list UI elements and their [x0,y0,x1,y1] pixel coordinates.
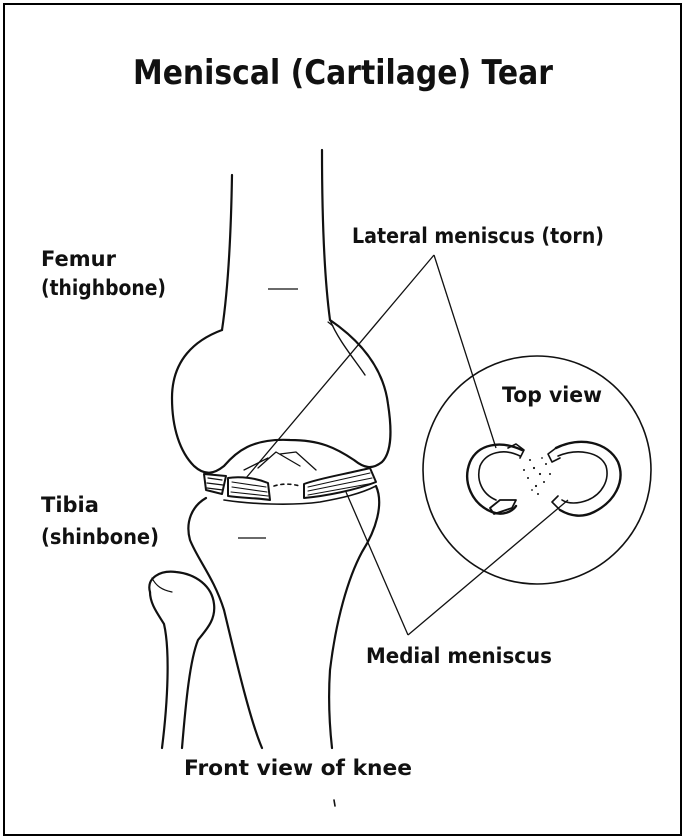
femur-sublabel: (thighbone) [41,276,166,300]
tibial-plateau-dots [523,457,551,495]
diagram-caption: Front view of knee [184,756,412,780]
medial-meniscus-label: Medial meniscus [366,644,552,668]
femur-bone [172,150,390,473]
fibula-bone [149,572,214,748]
tibia-sublabel: (shinbone) [41,525,159,549]
top-view-label: Top view [502,383,602,407]
lateral-meniscus-label: Lateral meniscus (torn) [352,224,604,248]
diagram-title: Meniscal (Cartilage) Tear [133,53,553,93]
tibia-label: Tibia [41,493,99,517]
femur-label: Femur [41,247,117,271]
